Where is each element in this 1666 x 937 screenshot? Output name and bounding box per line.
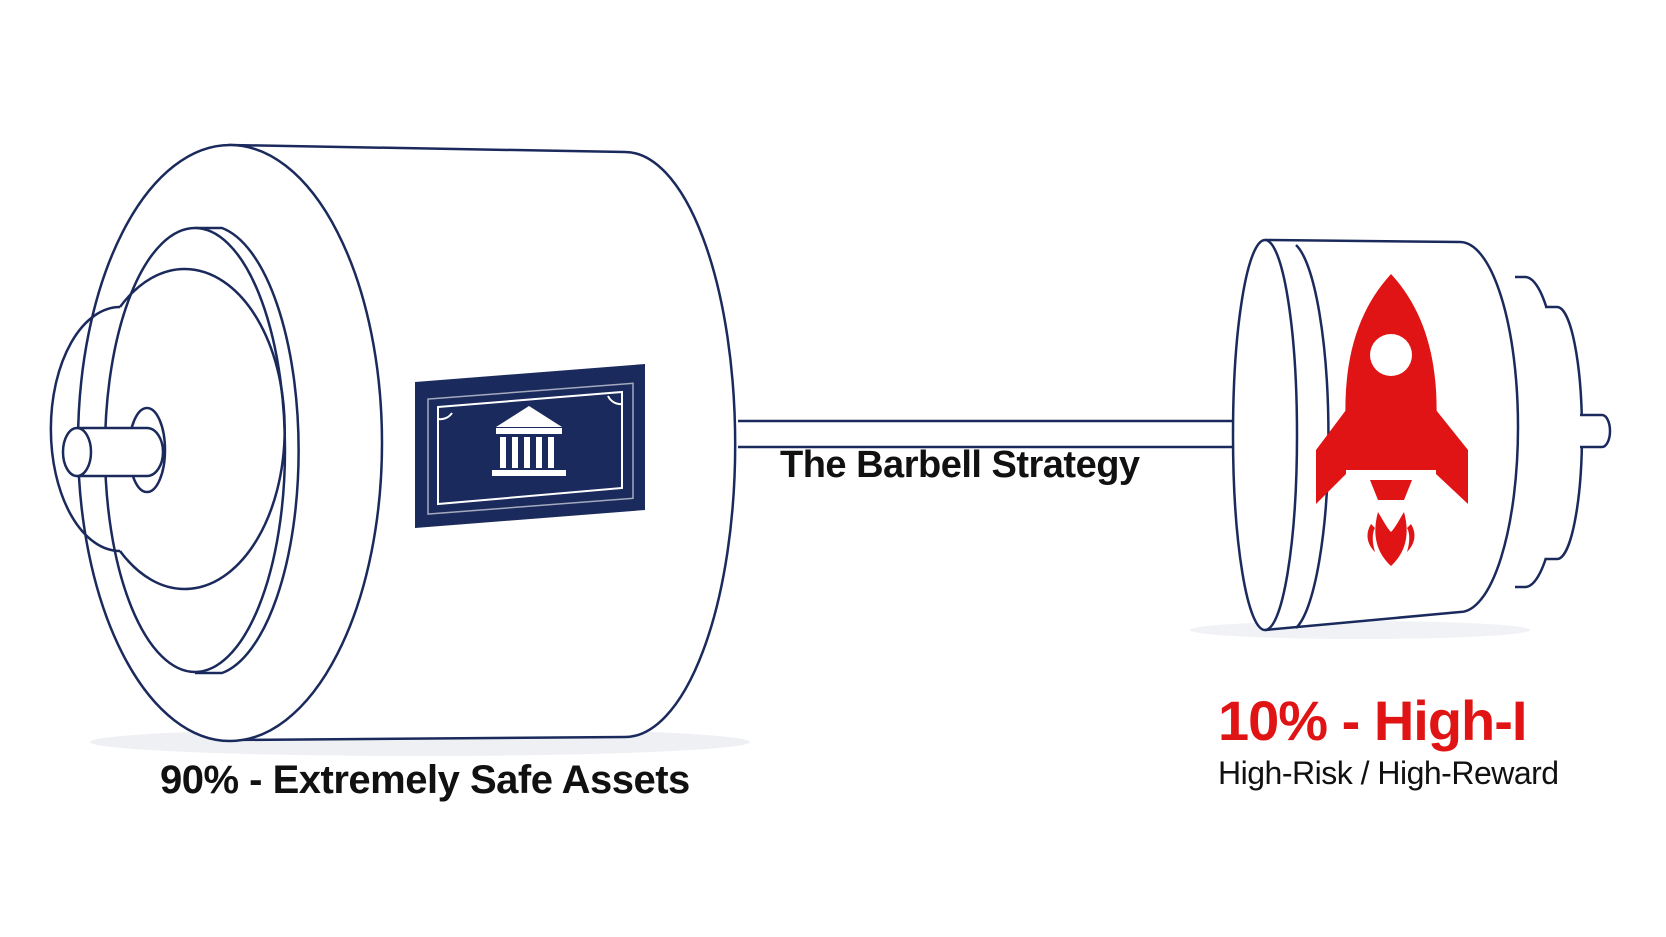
diagram-title: The Barbell Strategy [780,444,1140,486]
rocket-icon [1316,274,1468,566]
risk-allocation-headline: 10% - High-I [1218,689,1527,752]
right-plate-shadow [1190,621,1530,639]
safe-allocation-label: 90% - Extremely Safe Assets [160,758,690,802]
risk-allocation-subtitle: High-Risk / High-Reward [1218,755,1559,791]
bank-building-icon [415,364,645,528]
